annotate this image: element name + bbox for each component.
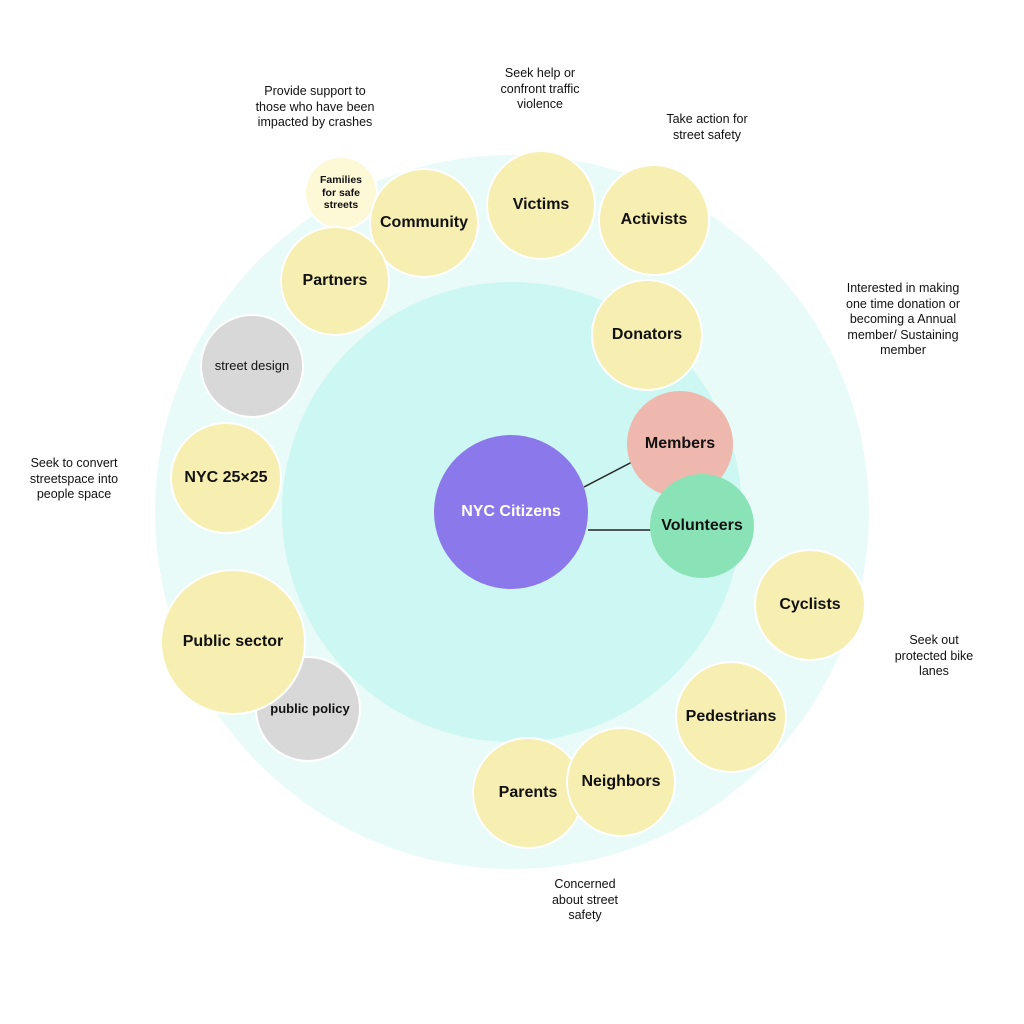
partners-node[interactable]: Partners	[280, 226, 390, 336]
center-node[interactable]: NYC Citizens	[434, 435, 588, 589]
cyclists-node[interactable]: Cyclists	[754, 549, 866, 661]
note-neighbors: Concerned about street safety	[551, 877, 618, 922]
families-node[interactable]: Families for safe streets	[304, 156, 378, 230]
note-families: Provide support to those who have been i…	[255, 84, 375, 129]
street-design-node[interactable]: street design	[200, 314, 304, 418]
neighbors-node[interactable]: Neighbors	[566, 727, 676, 837]
note-cyclists: Seek out protected bike lanes	[894, 633, 974, 678]
connector-members	[583, 460, 635, 488]
pedestrians-node[interactable]: Pedestrians	[675, 661, 787, 773]
activists-node[interactable]: Activists	[598, 164, 710, 276]
note-victims: Seek help or confront traffic violence	[500, 66, 580, 111]
donators-node[interactable]: Donators	[591, 279, 703, 391]
public-sector-node[interactable]: Public sector	[160, 569, 306, 715]
note-donators: Interested in making one time donation o…	[846, 281, 960, 357]
community-node[interactable]: Community	[369, 168, 479, 278]
note-nyc25: Seek to convert streetspace into people …	[29, 456, 119, 501]
victims-node[interactable]: Victims	[486, 150, 596, 260]
nyc25-node[interactable]: NYC 25×25	[170, 422, 282, 534]
note-activists: Take action for street safety	[666, 112, 748, 142]
parents-node[interactable]: Parents	[472, 737, 584, 849]
volunteers-node[interactable]: Volunteers	[650, 474, 754, 578]
